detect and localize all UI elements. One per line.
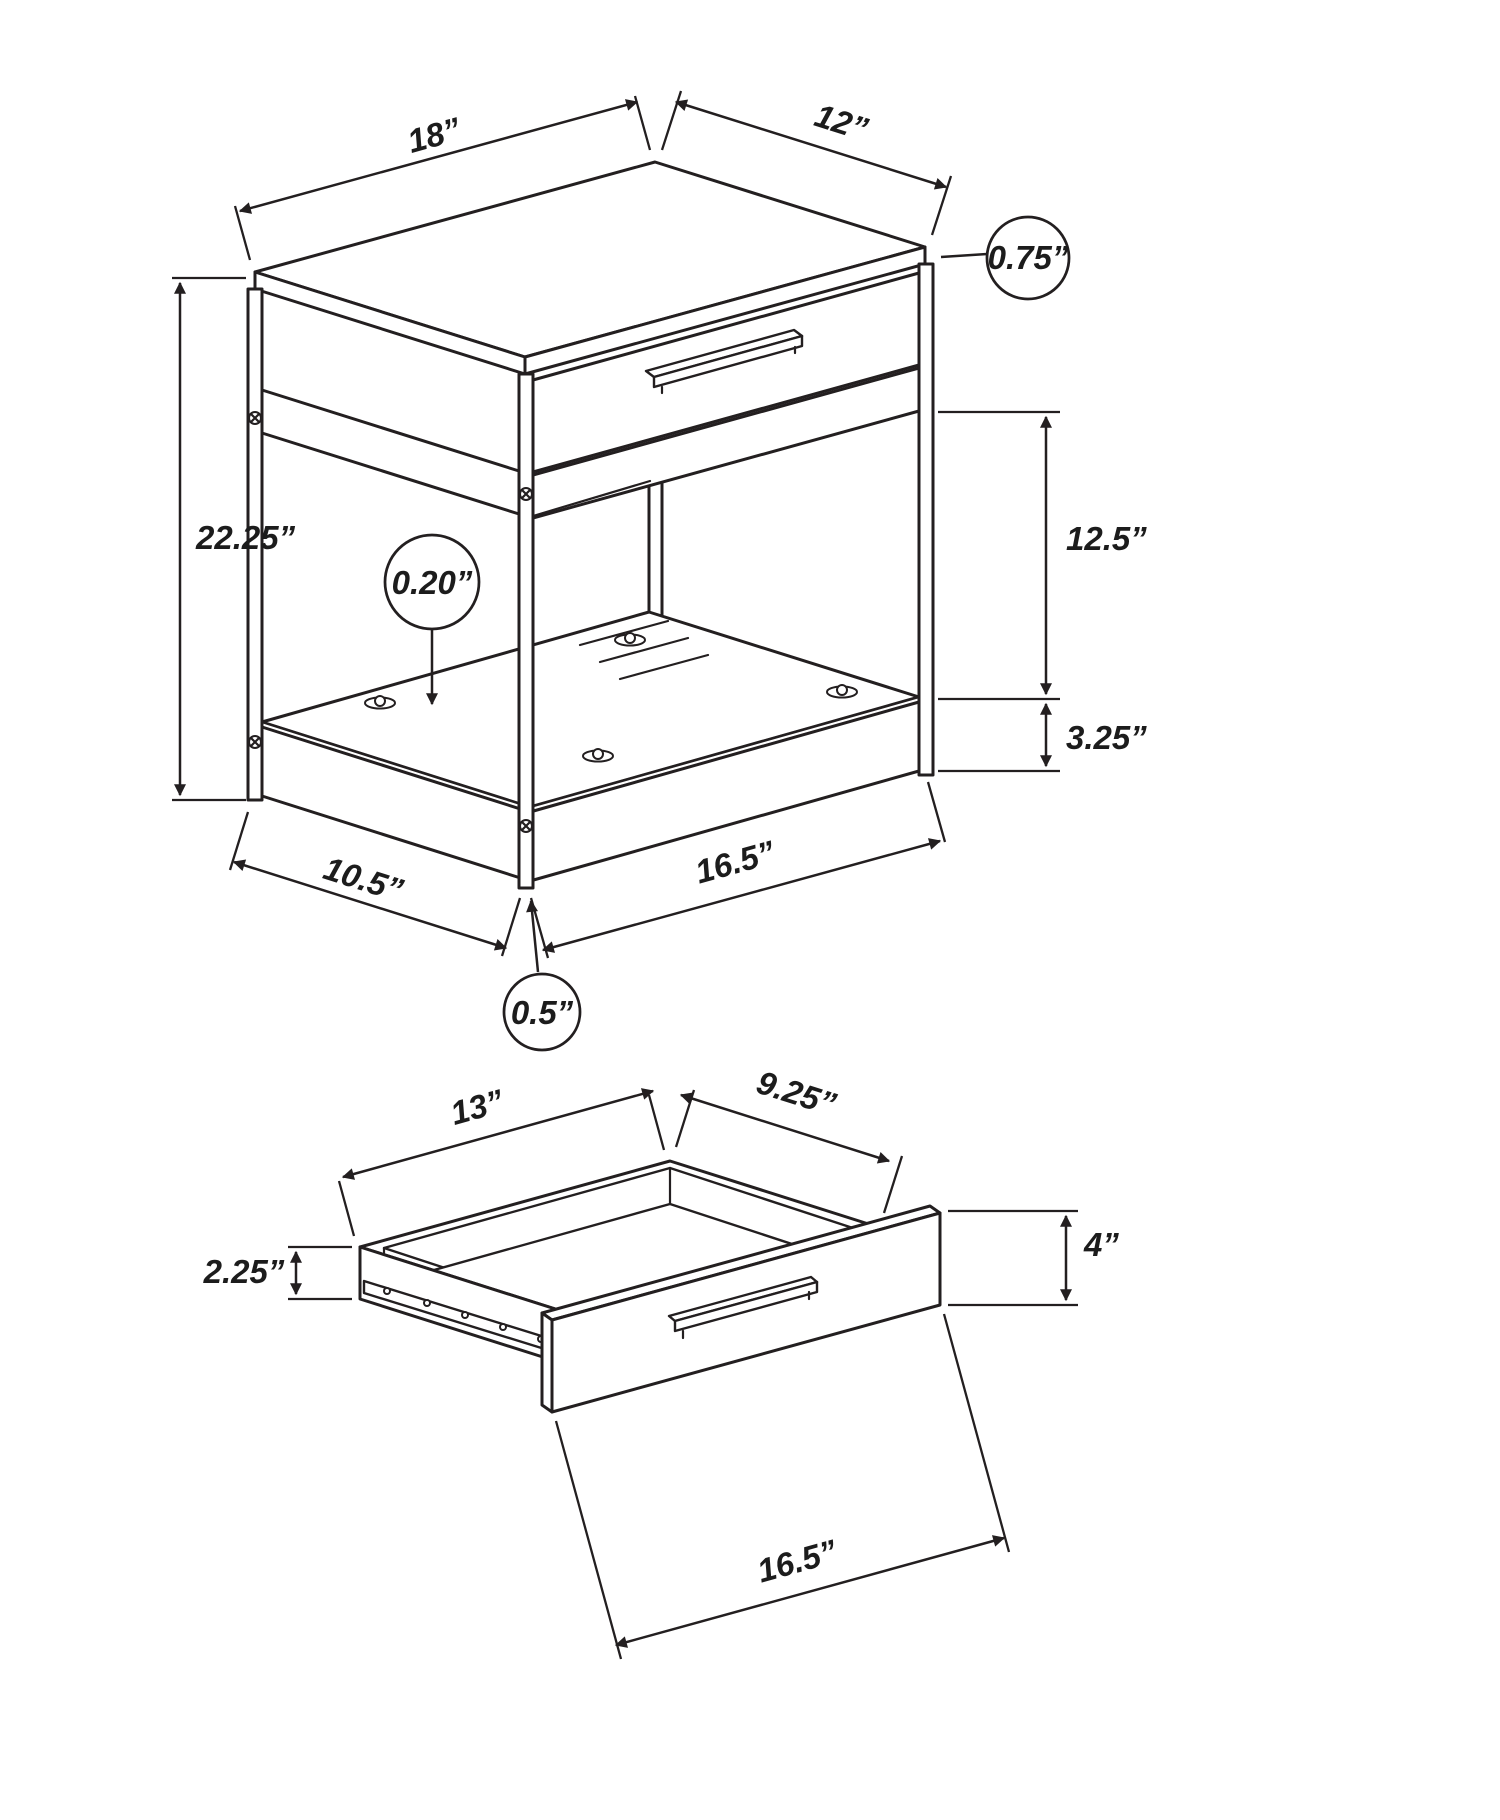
dim-label-top-depth: 12” <box>811 96 873 147</box>
glass-clip-icon <box>826 684 858 699</box>
table-back-leg <box>647 466 664 620</box>
glass-clip-icon <box>364 695 396 710</box>
glass-clip-icon <box>582 748 614 763</box>
dim-label-bottom-depth: 10.5” <box>319 849 408 909</box>
callout-circle <box>502 972 582 1052</box>
table-right-leg <box>917 262 935 777</box>
glass-clip-icons <box>364 632 858 763</box>
left-rail <box>260 388 521 516</box>
dim-label-drawer-inner-width: 13” <box>446 1082 508 1132</box>
screw-icon <box>248 735 262 749</box>
dim-label-drawer-side-height: 2.25” <box>203 1253 285 1290</box>
rail-underside-edge <box>531 479 652 518</box>
dim-glass-thickness-callout: 0.20” <box>383 533 481 706</box>
drawer-drawing <box>358 1159 942 1414</box>
glass-clip-icon <box>614 632 646 647</box>
dim-shelf-clearance: 12.5” <box>938 410 1147 701</box>
dim-table-height: 22.25” <box>172 276 296 802</box>
screw-icon <box>248 411 262 425</box>
table-front-leg <box>517 372 535 890</box>
dim-label-top-thickness: 0.75” <box>988 239 1069 276</box>
dim-drawer-side-height: 2.25” <box>203 1245 352 1301</box>
dim-label-base-height: 3.25” <box>1066 719 1147 756</box>
dim-label-frame-thickness: 0.5” <box>511 994 574 1031</box>
table-drawing <box>246 160 935 890</box>
dim-label-drawer-outer-width: 16.5” <box>753 1532 841 1589</box>
screw-icons <box>248 411 533 833</box>
dim-label-bottom-width: 16.5” <box>691 833 779 890</box>
callout-circle <box>383 533 481 631</box>
dim-label-shelf-clearance: 12.5” <box>1066 520 1147 557</box>
callout-circle <box>985 215 1071 301</box>
screw-icon <box>519 819 533 833</box>
dim-drawer-front-height: 4” <box>948 1209 1119 1307</box>
dim-top-thickness-callout: 0.75” <box>940 215 1071 301</box>
screw-icon <box>519 487 533 501</box>
dim-label-height: 22.25” <box>195 519 296 556</box>
dim-label-glass-thickness: 0.20” <box>392 564 473 601</box>
dim-label-drawer-inner-depth: 9.25” <box>752 1063 841 1123</box>
dim-base-height: 3.25” <box>938 702 1147 773</box>
drawer-panel-handle <box>667 1275 819 1340</box>
glass-shine-marks <box>578 619 710 681</box>
dim-frame-thickness-callout: 0.5” <box>502 899 582 1052</box>
drawer-handle <box>644 328 804 395</box>
dim-drawer-outer-width: 16.5” <box>554 1313 1011 1660</box>
dim-label-drawer-front-height: 4” <box>1083 1226 1119 1263</box>
